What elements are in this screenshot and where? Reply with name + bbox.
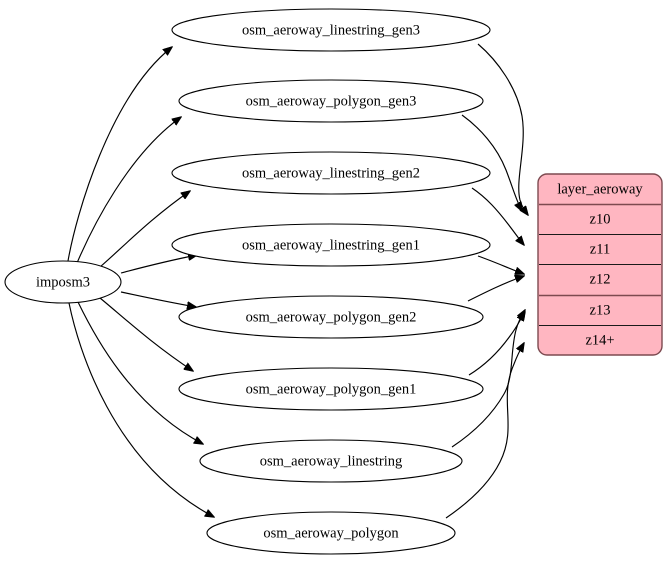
layer-aeroway-row-z13[interactable]: z13: [590, 302, 611, 318]
edges-tables-to-layer: [445, 43, 528, 519]
node-imposm3-ellipse[interactable]: [4, 260, 122, 304]
node-osm-aeroway-polygon-gen3-label: osm_aeroway_polygon_gen3: [246, 93, 417, 109]
node-osm-aeroway-linestring-gen1-ellipse[interactable]: [171, 223, 491, 267]
node-osm-aeroway-linestring-gen2-label: osm_aeroway_linestring_gen2: [242, 165, 420, 181]
node-layer-aeroway[interactable]: layer_aeroway z10 z11 z12 z13 z14+: [537, 173, 663, 356]
node-osm-aeroway-polygon-gen1-ellipse[interactable]: [178, 367, 484, 411]
node-osm-aeroway-polygon-gen2-label: osm_aeroway_polygon_gen2: [246, 309, 417, 325]
edge-linestring-to-z13: [451, 310, 525, 448]
node-osm-aeroway-polygon-label: osm_aeroway_polygon: [263, 525, 399, 541]
node-osm-aeroway-linestring-label: osm_aeroway_linestring: [260, 453, 403, 469]
layer-aeroway-row-z14plus[interactable]: z14+: [585, 332, 614, 348]
node-osm-aeroway-polygon[interactable]: osm_aeroway_polygon: [206, 511, 456, 555]
node-osm-aeroway-linestring-gen3-ellipse[interactable]: [171, 8, 491, 52]
edge-imposm3-to-polygon-gen2: [120, 291, 196, 307]
node-imposm3-label: imposm3: [36, 274, 90, 290]
edge-polygon-to-z14: [445, 343, 524, 519]
node-osm-aeroway-linestring-gen2[interactable]: osm_aeroway_linestring_gen2: [171, 151, 491, 195]
node-osm-aeroway-linestring-gen1-label: osm_aeroway_linestring_gen1: [242, 237, 420, 253]
node-osm-aeroway-polygon-ellipse[interactable]: [206, 511, 456, 555]
node-osm-aeroway-polygon-gen3-ellipse[interactable]: [178, 79, 484, 123]
node-osm-aeroway-polygon-gen3[interactable]: osm_aeroway_polygon_gen3: [178, 79, 484, 123]
node-osm-aeroway-polygon-gen2-ellipse[interactable]: [178, 295, 484, 339]
node-imposm3[interactable]: imposm3: [4, 260, 122, 304]
edge-imposm3-to-polygon: [68, 302, 214, 517]
edge-linestring-gen3-to-z10: [477, 43, 528, 215]
node-osm-aeroway-linestring-ellipse[interactable]: [199, 439, 463, 483]
edge-imposm3-to-linestring-gen1: [120, 255, 197, 274]
edges-source-to-tables: [67, 47, 214, 517]
node-osm-aeroway-linestring-gen3[interactable]: osm_aeroway_linestring_gen3: [171, 8, 491, 52]
edge-polygon-gen2-to-z12: [467, 276, 524, 302]
node-osm-aeroway-linestring[interactable]: osm_aeroway_linestring: [199, 439, 463, 483]
edge-linestring-gen2-to-z11: [471, 187, 524, 245]
edge-imposm3-to-linestring-gen3: [67, 47, 172, 262]
edge-imposm3-to-polygon-gen3: [76, 117, 181, 264]
edge-polygon-gen3-to-z10: [461, 114, 522, 211]
node-osm-aeroway-polygon-gen1[interactable]: osm_aeroway_polygon_gen1: [178, 367, 484, 411]
edge-imposm3-to-linestring-gen2: [99, 191, 190, 268]
edge-imposm3-to-linestring: [77, 301, 203, 444]
layer-aeroway-row-z10[interactable]: z10: [590, 211, 611, 227]
layer-aeroway-row-z12[interactable]: z12: [590, 271, 611, 287]
node-osm-aeroway-polygon-gen1-label: osm_aeroway_polygon_gen1: [246, 381, 417, 397]
node-osm-aeroway-polygon-gen2[interactable]: osm_aeroway_polygon_gen2: [178, 295, 484, 339]
node-osm-aeroway-linestring-gen1[interactable]: osm_aeroway_linestring_gen1: [171, 223, 491, 267]
layer-aeroway-row-z11[interactable]: z11: [590, 241, 610, 257]
node-osm-aeroway-linestring-gen3-label: osm_aeroway_linestring_gen3: [242, 22, 420, 38]
node-osm-aeroway-linestring-gen2-ellipse[interactable]: [171, 151, 491, 195]
edge-linestring-gen1-to-z12: [477, 255, 524, 274]
edge-imposm3-to-polygon-gen1: [99, 297, 193, 371]
layer-aeroway-header-label: layer_aeroway: [557, 181, 643, 197]
